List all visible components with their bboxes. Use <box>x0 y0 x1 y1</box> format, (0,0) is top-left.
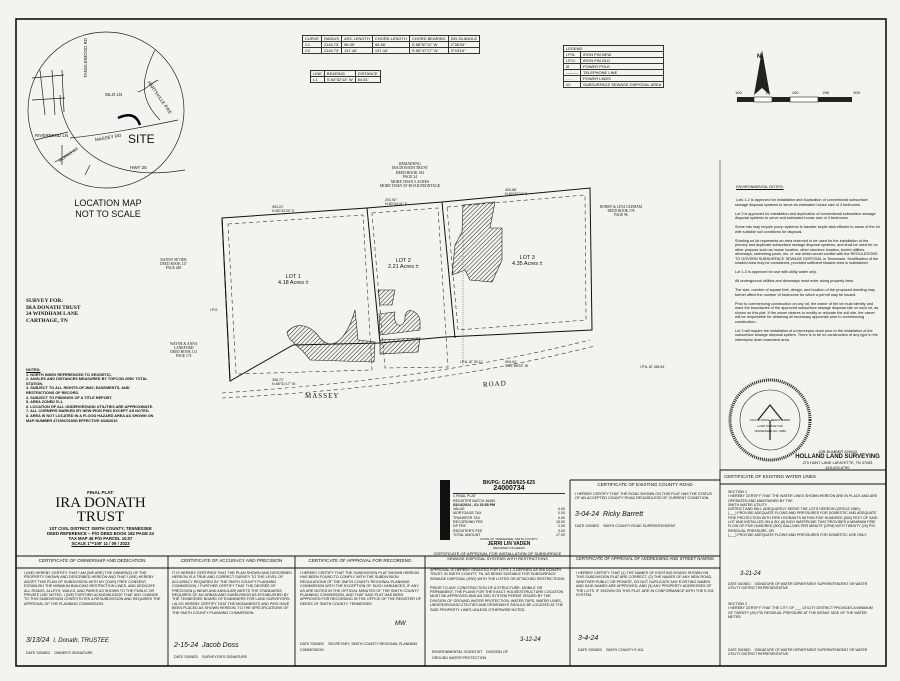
register-title: REGISTER OF DEEDS <box>493 545 525 550</box>
cert-recording-title: CERTIFICATE OF APPROVAL FOR RECORDING <box>308 558 412 563</box>
north-label: N <box>757 54 762 60</box>
ipo-label: I.P.O. <box>210 308 219 312</box>
road-name: ROAD <box>482 379 508 389</box>
title-details: 1ST CIVIL DISTRICT SMITH COUNTY, TENNESS… <box>47 525 154 547</box>
cert-addressing-date: 3-4-24 <box>578 635 599 642</box>
legend: LEGEND I.P.N.IRON PIN NEW I.P.O.IRON PIN… <box>562 45 665 88</box>
cert-accuracy-title: CERTIFICATE OF ACCURACY AND PRECISION <box>180 558 283 563</box>
site-arrow-icon <box>117 113 142 126</box>
surveyor-seal <box>728 378 812 462</box>
building-setback-lines <box>221 194 596 399</box>
road-label: RIVERBEND LN <box>35 133 69 138</box>
instrument-number: 24000734 <box>493 485 525 493</box>
sewage-disposal-areas <box>286 201 503 363</box>
bearing-label: 201.92'N 80°44'41" E <box>385 198 408 206</box>
certificate-grid <box>16 160 886 666</box>
cert-water-sign-label: DATE SIGNED SIGNATURE OF WATER DEPARTMEN… <box>728 582 869 590</box>
road-label: TANGLEWOOD RD <box>83 37 89 78</box>
cert-road-title: CERTIFICATE OF EXISTING COUNTY ROAD <box>597 482 693 487</box>
cert-recording-body: I HEREBY CERTIFY THAT THE SUBDIVISION PL… <box>300 571 422 606</box>
cert-sewage-body: APPROVAL IS HEREBY GRANTED FOR LOTS 1-3 … <box>430 568 566 612</box>
cert-road-date: 3-04-24 Ricky Barrett <box>575 511 644 518</box>
cert-ownership-date: 3/13/24 I. Donath, TRUSTEE <box>26 637 109 644</box>
cert-ownership-title: CERTIFICATE OF OWNERSHIP AND DEDICATION <box>38 558 146 563</box>
road-name: MASSEY <box>305 392 340 400</box>
barcode <box>440 480 450 540</box>
site-label: SITE <box>128 132 155 146</box>
cert-recording-sign-label: DATE SIGNED SECRETARY, SMITH COUNTY REGI… <box>300 642 419 652</box>
register-name: JERRI LIN VADEN <box>487 540 531 547</box>
scale-bar <box>737 96 852 103</box>
seal-text: JACOB DOSS REGISTERED LAND SURVEYOR TENN… <box>749 418 792 434</box>
bearing-label: 393.21'N 80°43'20" E <box>272 205 295 213</box>
road-label: SILO LN <box>105 92 123 97</box>
plat-boundary <box>221 187 593 382</box>
cert-accuracy-date: 2-15-24 Jacob Doss <box>174 642 239 649</box>
environmental-notes: ENVIRONMENTAL NOTES: Lots 1-2 is approve… <box>735 184 881 342</box>
bearing-label: I.P.N. AT 29.11' <box>460 360 483 364</box>
location-map <box>27 31 186 189</box>
cert-road-body: I HEREBY CERTIFY THAT THE ROAD SHOWN ON … <box>575 492 714 501</box>
fee-row: 03/14/2024 - 01:15:55 PM <box>453 502 495 507</box>
recording-stamp: BK/PG: CAB0/625-625 24000734 1 FINAL PLA… <box>453 480 565 550</box>
cert-addressing-title: CERTIFICATE OF APPROVAL OF ADDRESSING AN… <box>576 556 714 561</box>
title-label: FINAL PLAT: <box>87 490 114 495</box>
bearing-label: 403.88'N 80°43'34" E <box>505 188 528 196</box>
cert-road-sign-label: DATE SIGNED SMITH COUNTY ROAD SUPERINTEN… <box>575 524 676 528</box>
notes: NOTES:1. NORTH INDEX REFERENCED TO GEODE… <box>26 368 155 423</box>
cert-recording-signature: MW <box>395 621 406 627</box>
cert-water-section2: SECTION 2 I HEREBY CERTIFY THAT THE CITY… <box>728 602 873 619</box>
cert-sewage-title: CERTIFICATE OF APPROVAL FOR INSTALLATION… <box>433 551 563 561</box>
cert-water-body: SECTION 1 I HEREBY CERTIFY THAT THE WATE… <box>728 490 878 537</box>
fee-row: 1 FINAL PLAT <box>453 494 476 499</box>
cert-ownership-body: I (WE) HEREBY CERTIFY THAT I AM (WE ARE)… <box>24 571 162 606</box>
cert-ownership-sign-label: DATE SIGNED OWNER'S SIGNATURE <box>26 651 93 655</box>
fee-row: REGISTER BATCH 46450 <box>453 498 496 503</box>
bearing-label: 308.71'N 88°31'17" W <box>272 378 296 386</box>
state-county: STATE OF TENNESSEE, SMITH COUNTY <box>480 537 538 542</box>
cert-addressing-body: I HEREBY CERTIFY THAT (1) THE NAMES OF E… <box>576 571 715 598</box>
cert-water-sign-label-2: DATE SIGNED SIGNATURE OF WATER DEPARTMEN… <box>728 648 869 656</box>
road-label: HWY 25 <box>130 165 147 170</box>
cert-sewage-date: 3-12-24 <box>520 637 541 643</box>
cert-water-date: 3-21-24 <box>740 571 761 577</box>
cert-water-title: CERTIFICATE OF EXISTING WATER LINES <box>724 474 816 479</box>
sheet-border <box>15 18 887 667</box>
fee-list: 1 FINAL PLAT REGISTER BATCH 46450 03/14/… <box>453 493 565 537</box>
north-arrow-icon <box>754 50 770 95</box>
cert-accuracy-body: IT IS HEREBY CERTIFIED THAT THE PLAN SHO… <box>172 571 293 615</box>
bearing-label: 404.04'S 83°58'33" W <box>505 360 529 368</box>
cert-addressing-sign-label: DATE SIGNED SMITH COUNTY E-911 <box>578 648 644 652</box>
bearing-label: I.P.N. AT 456.54' <box>640 365 665 369</box>
cert-accuracy-sign-label: DATE SIGNED SURVEYOR'S SIGNATURE <box>174 655 247 659</box>
book-page: BK/PG: CAB0/625-625 <box>482 480 536 486</box>
cert-sewage-sign-label: ENVIRONMENTAL SCIENTIST DIVISION OF GROU… <box>432 650 510 660</box>
